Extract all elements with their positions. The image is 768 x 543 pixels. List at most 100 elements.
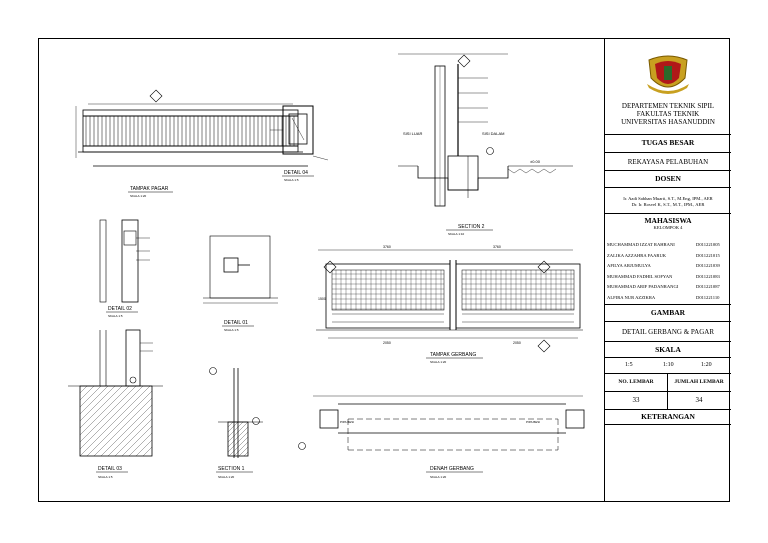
student-name: ALFIRA NUR AZZIKRA [607,294,656,300]
task-name: REKAYASA PELABUHAN [627,158,709,166]
dept-line-3: UNIVERSITAS HASANUDDIN [621,118,715,126]
hatch-line [79,385,102,408]
student-nim: D011221083 [696,273,720,279]
student-nim: D011221005 [696,242,720,247]
hatch-line [107,411,153,457]
detail-03-title: DETAIL 03 [98,466,122,472]
pipa-besi-label-b: PIPA BESI [526,420,540,424]
student-name: ZALIKA AZZAHRA FAARUK [607,252,667,258]
group-name: KELOMPOK 4 [653,225,683,230]
sheet-count-label: JUMLAH LEMBAR [674,379,724,385]
scale-label-row: SKALA [605,341,731,357]
drawing-label-row: GAMBAR [605,304,731,321]
sisi-luar-label: SISI LUAR [403,131,422,136]
tampak-pagar-title: TAMPAK PAGAR [130,186,169,192]
hatch-line [93,397,153,457]
task-name-row: REKAYASA PELABUHAN [605,152,731,170]
view-section-2: SISI LUAR SISI DALAM ±0.00 SECTION 2 SKA… [398,53,573,236]
scale-3: 1:20 [701,362,712,368]
dim-3760-b: 3760 [493,245,501,249]
hatch-line [79,385,137,443]
section-2-scale: SKALA 1:10 [448,232,465,236]
dim-2050-a: 2050 [383,341,391,345]
lecturer-1: Ir. Aadi Sabhan Muarti, S.T., M.Eng, IPM… [623,196,713,201]
lecturer-2: Dr. Ir. Rosvel K, S.T., M.T., IPM., AER [631,202,705,207]
task-label: TUGAS BESAR [641,138,695,147]
hatch-line [233,441,249,457]
hatch-line [79,385,123,429]
section-1-title: SECTION 1 [218,466,245,472]
hatch-line [227,426,249,448]
detail-01-scale: SKALA 1:5 [224,328,239,332]
hatch-line [79,385,95,401]
elevation-label: ±0.00 [530,159,541,164]
sheet-label-row: NO. LEMBAR JUMLAH LEMBAR [605,373,731,410]
tampak-pagar-scale: SKALA 1:20 [130,194,147,198]
dept-line-1: DEPARTEMEN TEKNIK SIPIL [621,102,715,110]
dim-3760-a: 3760 [383,245,391,249]
hatch-line [114,418,153,457]
denah-gerbang-title: DENAH GERBANG [430,466,474,472]
student-nim: D011221087 [696,284,720,289]
hatch-line [100,404,153,457]
hatch-line [227,421,239,433]
section-2-title: SECTION 2 [458,224,485,230]
student-name: AFILYA ARJUMULYA [607,263,651,268]
student-name: MUHAMMAD FADHIL SOFYAN [607,273,673,279]
title-block: DEPARTEMEN TEKNIK SIPIL FAKULTAS TEKNIK … [604,38,731,502]
dept-line-2: FAKULTAS TEKNIK [636,110,700,118]
drawing-area: TAMPAK PAGAR SKALA 1:20 DETAIL 04 SKALA … [68,53,585,479]
lecturer-label: DOSEN [655,174,681,183]
hatch-line [238,446,249,457]
detail-02-title: DETAIL 02 [108,306,132,312]
detail-02-scale: SKALA 1:5 [108,314,123,318]
students-block: MAHASISWA KELOMPOK 4 MUCHAMMAD IZZAT RAH… [605,213,731,304]
sheet-no-label: NO. LEMBAR [618,379,654,385]
view-tampak-gerbang: 3760 3760 1500 2050 2050 TAMPAK GERBANG … [316,245,583,364]
drawing-sheet-frame [38,38,730,502]
scale-label: SKALA [655,345,681,354]
hatch-line [142,446,153,457]
view-detail-03: DETAIL 03 SKALA 1:5 [68,329,163,479]
view-detail-01: DETAIL 01 SKALA 1:5 [203,235,278,332]
view-section-1: SECTION 1 SKALA 1:20 [209,367,263,479]
student-name: MUHAMMAD ARIF PADANRANGI [607,284,679,289]
university-logo [647,55,689,94]
detail-04-scale: SKALA 1:5 [284,178,299,182]
view-detail-04: DETAIL 04 SKALA 1:5 [270,105,329,182]
drawing-name: DETAIL GERBANG & PAGAR [621,328,715,336]
task-label-row: TUGAS BESAR [605,134,731,152]
student-nim: D011221015 [696,252,720,258]
sheet-values-row: 33 34 [605,391,731,409]
department-name: DEPARTEMEN TEKNIK SIPIL FAKULTAS TEKNIK … [605,102,731,126]
hatch-line [135,439,153,457]
hatch-line [243,451,249,457]
drawing-label: GAMBAR [650,308,686,317]
sheet-count: 34 [695,396,703,404]
hatch-line [79,385,116,422]
view-tampak-pagar: TAMPAK PAGAR SKALA 1:20 [75,89,308,198]
dim-1500: 1500 [318,297,326,301]
hatch-line [79,385,151,457]
scale-1: 1:5 [625,362,633,368]
hatch-line [79,385,109,415]
student-nim: D011221039 [696,263,720,268]
view-detail-02: DETAIL 02 SKALA 1:5 [99,219,150,318]
fence-bars [85,116,295,146]
section-1-scale: SKALA 1:20 [218,475,235,479]
students-label: MAHASISWA [644,216,692,225]
tampak-gerbang-scale: SKALA 1:20 [430,360,447,364]
detail-03-scale: SKALA 1:5 [98,475,113,479]
dim-2050-b: 2050 [513,341,521,345]
sisi-dalam-label: SISI DALAM [482,131,504,136]
hatch-line [227,421,249,443]
view-denah-gerbang: PIPA BESI PIPA BESI DENAH GERBANG SKALA … [298,395,585,479]
tampak-gerbang-title: TAMPAK GERBANG [430,352,476,358]
hatch-line [79,385,88,394]
hatch-line [79,385,144,450]
hatch-line [227,431,249,453]
notes-label-row: KETERANGAN [605,409,731,425]
lecturer-label-row: DOSEN [605,170,731,187]
hatch-line [86,390,153,457]
drawing-name-row: DETAIL GERBANG & PAGAR [605,321,731,341]
